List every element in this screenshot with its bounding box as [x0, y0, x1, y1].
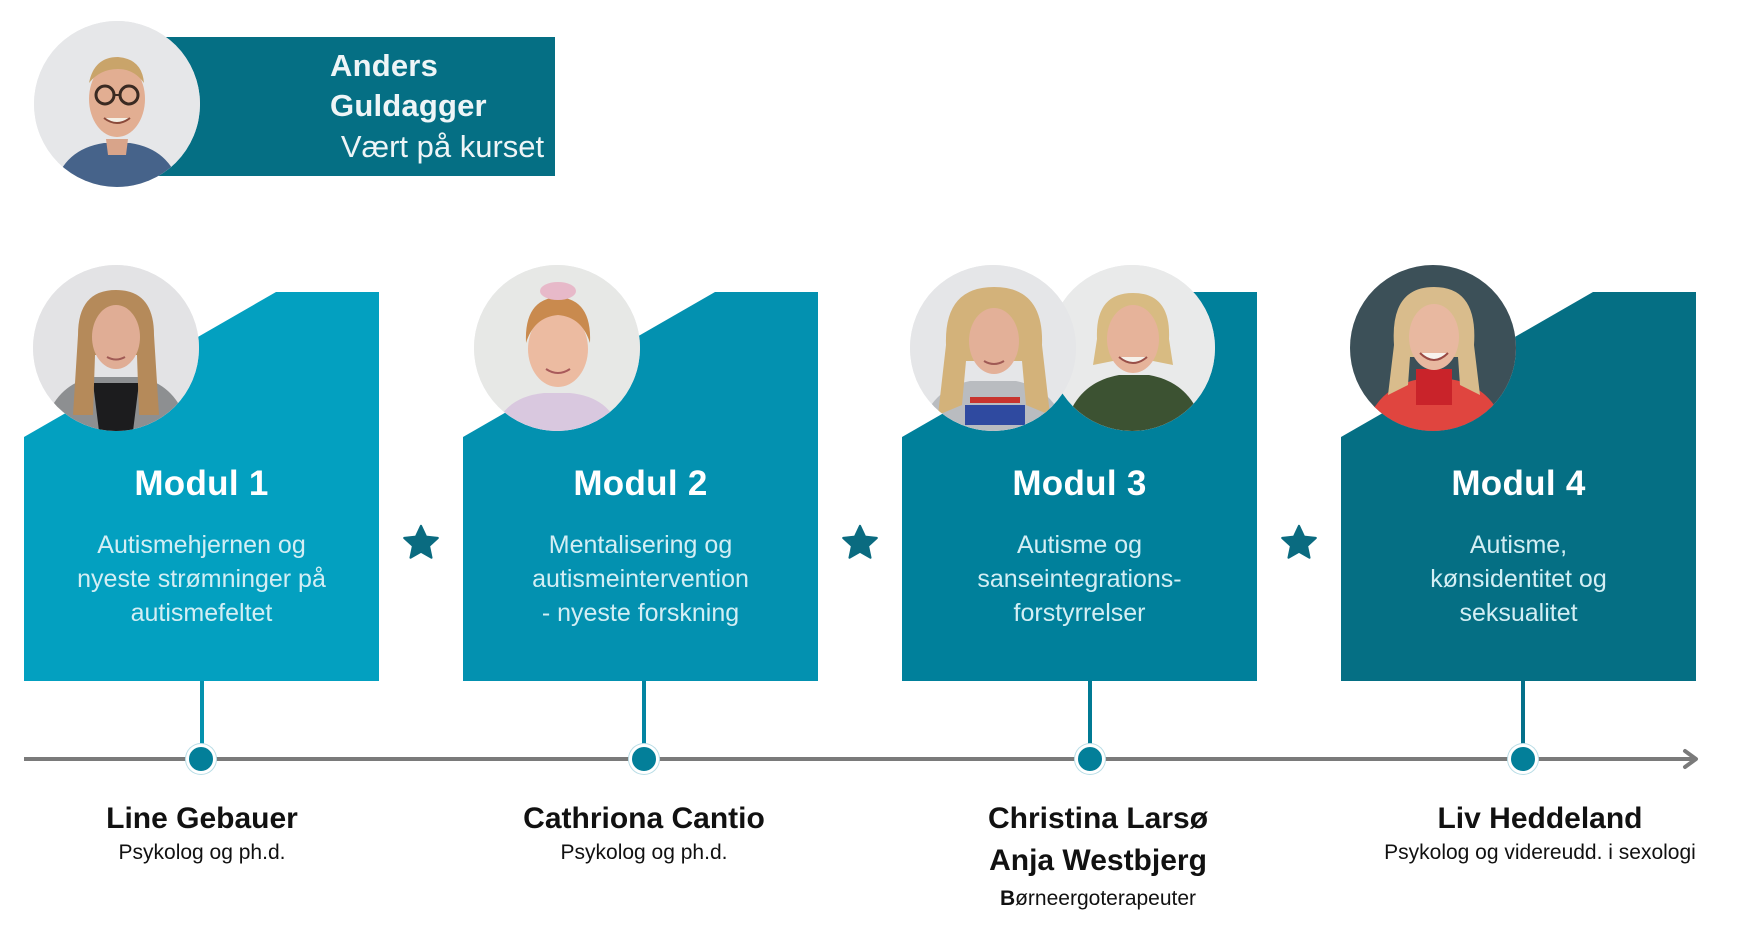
description-line: seksualitet: [1459, 599, 1578, 627]
speaker-title-rest: ørneergoterapeuter: [1015, 887, 1197, 910]
speaker-name: Anja Westbjerg: [989, 844, 1207, 877]
module-title: Modul 1: [134, 464, 269, 503]
module-description: Autisme, kønsidentitet og seksualitet: [1353, 528, 1684, 630]
speaker-name: Christina Larsø: [987, 802, 1209, 835]
description-line: Autisme,: [1469, 531, 1568, 559]
description-line: Mentalisering og: [548, 531, 733, 559]
star-icon: [400, 522, 442, 564]
host-name: Anders Guldagger: [330, 47, 487, 123]
speaker-title: Psykolog og ph.d.: [560, 841, 728, 864]
speaker-block-3: Christina Larsø Anja Westbjerg Børneergo…: [898, 800, 1298, 914]
speaker-block-1: Line Gebauer Psykolog og ph.d.: [2, 800, 402, 868]
speaker-title: Psykolog og ph.d.: [118, 841, 286, 864]
speaker-title: Børneergoterapeuter: [898, 884, 1298, 914]
speaker-title-prefix: B: [999, 887, 1016, 910]
timeline-connector: [1088, 681, 1092, 745]
speaker-photo-cathriona-cantio: [474, 265, 640, 431]
host-photo: [34, 21, 200, 187]
description-line: autismeintervention: [532, 565, 749, 593]
speaker-block-2: Cathriona Cantio Psykolog og ph.d.: [444, 800, 844, 868]
speaker-photo-christina-larso: [910, 265, 1076, 431]
timeline-node-2: [629, 744, 659, 774]
arrow-right-icon: [1683, 749, 1698, 769]
speaker-block-4: Liv Heddeland Psykolog og videreudd. i s…: [1340, 800, 1738, 868]
timeline-connector: [1521, 681, 1525, 745]
description-line: sanseintegrations-: [977, 565, 1182, 593]
description-line: - nyeste forskning: [541, 599, 740, 627]
speaker-photo-anja-westbjerg: [1049, 265, 1215, 431]
module-title: Modul 2: [573, 464, 708, 503]
timeline-node-4: [1508, 744, 1538, 774]
description-line: nyeste strømninger på: [77, 565, 326, 593]
description-line: autismefeltet: [130, 599, 273, 627]
timeline-connector: [200, 681, 204, 745]
speaker-name: Line Gebauer: [106, 802, 298, 835]
speaker-name: Cathriona Cantio: [523, 802, 765, 835]
module-title: Modul 4: [1451, 464, 1586, 503]
module-description: Mentalisering og autismeintervention - n…: [475, 528, 806, 630]
timeline-node-3: [1075, 744, 1105, 774]
timeline-axis: [24, 757, 1696, 761]
host-role: Vært på kurset: [340, 128, 545, 164]
module-description: Autisme og sanseintegrations- forstyrrel…: [914, 528, 1245, 630]
description-line: Autismehjernen og: [97, 531, 306, 559]
module-description: Autismehjernen og nyeste strømninger på …: [36, 528, 367, 630]
star-icon: [839, 522, 881, 564]
module-title: Modul 3: [1012, 464, 1147, 503]
description-line: Autisme og: [1016, 531, 1143, 559]
timeline-connector: [642, 681, 646, 745]
speaker-photo-liv-heddeland: [1350, 265, 1516, 431]
speaker-title: Psykolog og videreudd. i sexologi: [1384, 841, 1696, 864]
description-line: forstyrrelser: [1013, 599, 1146, 627]
host-box: Anders Guldagger Vært på kurset: [150, 37, 555, 176]
host-text: Anders Guldagger Vært på kurset: [330, 37, 555, 176]
speaker-photo-line-gebauer: [33, 265, 199, 431]
star-icon: [1278, 522, 1320, 564]
speaker-name: Liv Heddeland: [1437, 802, 1643, 835]
description-line: kønsidentitet og: [1430, 565, 1607, 593]
timeline-node-1: [186, 744, 216, 774]
